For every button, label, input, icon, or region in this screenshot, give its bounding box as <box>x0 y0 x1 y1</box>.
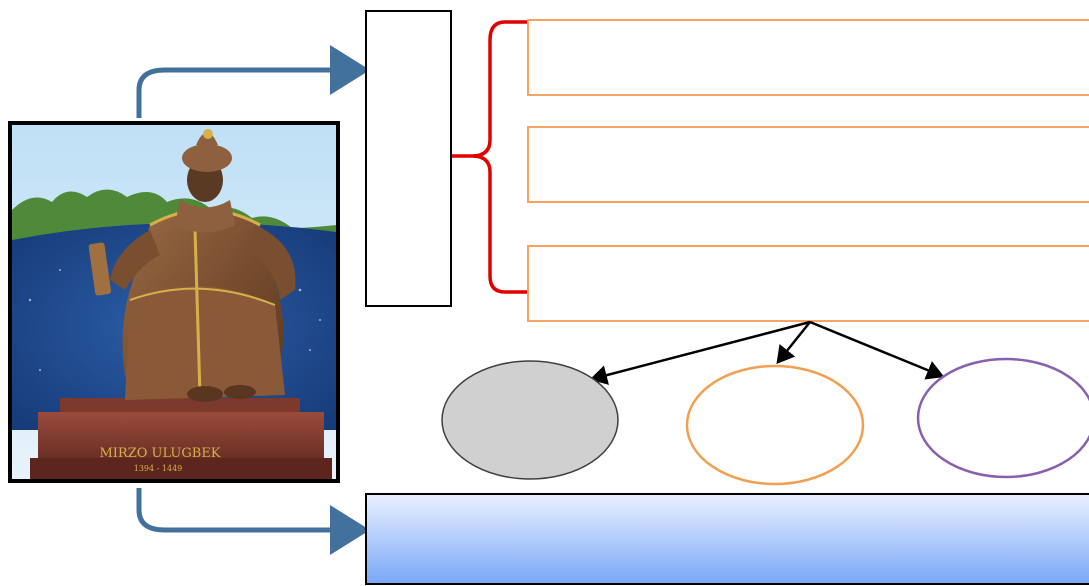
tall-box <box>365 10 452 307</box>
gray-ellipse <box>441 360 619 480</box>
scroll <box>88 242 112 296</box>
arrow-to-tall-box <box>136 45 370 118</box>
pedestal-years: 1394 - 1449 <box>134 464 183 473</box>
branch-arrows <box>589 320 945 385</box>
orange-ellipse <box>685 364 865 486</box>
orange-rect-1 <box>527 19 1089 96</box>
bottom-box <box>365 493 1089 585</box>
statue-photo: MIRZO ULUGBEK 1394 - 1449 <box>8 121 340 483</box>
statue-figure <box>88 129 296 402</box>
pedestal-name: MIRZO ULUGBEK <box>99 446 220 461</box>
arrow-to-gray-ellipse <box>589 320 811 385</box>
red-brace <box>452 20 530 294</box>
arrow-to-bottom-box <box>136 488 370 555</box>
arrow-to-orange-ellipse <box>776 321 811 364</box>
orange-rect-2 <box>527 126 1089 203</box>
orange-rect-3 <box>527 245 1089 322</box>
purple-ellipse <box>916 357 1089 479</box>
arrow-to-purple-ellipse <box>809 320 945 380</box>
